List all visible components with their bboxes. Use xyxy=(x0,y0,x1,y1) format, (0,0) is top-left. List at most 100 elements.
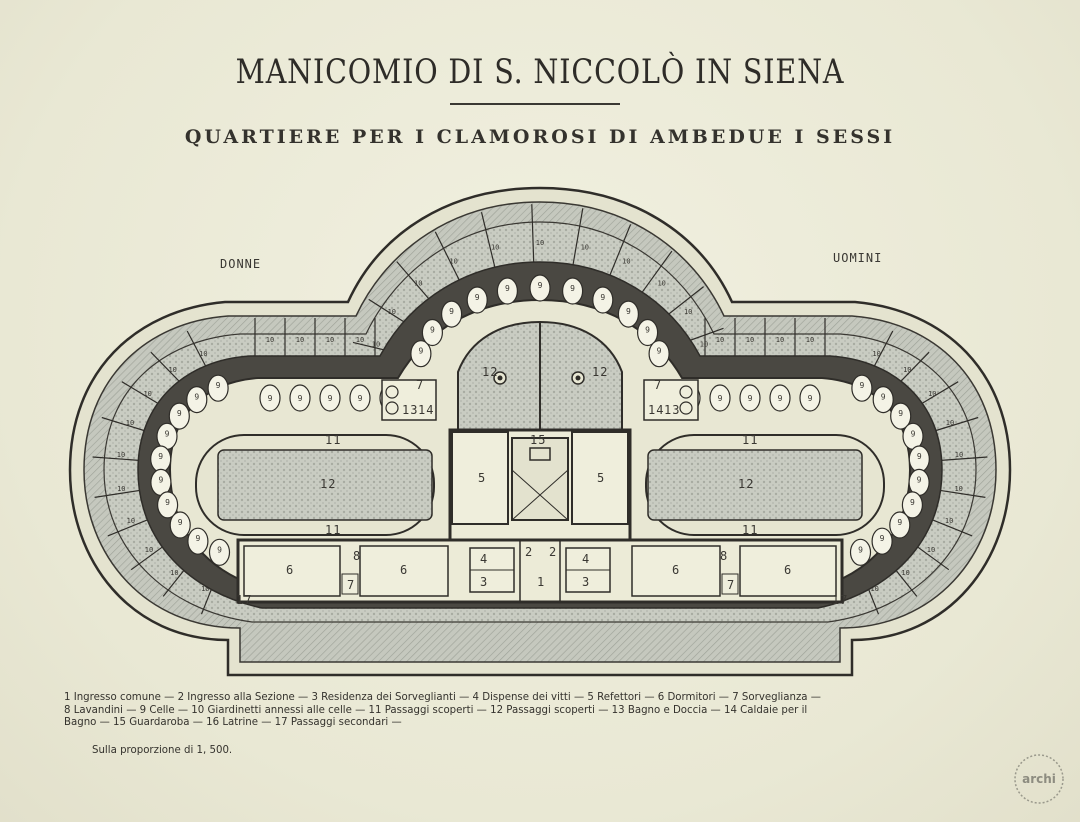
garden-label: 10 xyxy=(127,517,135,525)
garden-label: 10 xyxy=(170,569,178,577)
cell-label: 9 xyxy=(430,326,435,335)
garden-label: 10 xyxy=(684,308,692,316)
garden-label: 10 xyxy=(872,350,880,358)
cell-label: 9 xyxy=(911,429,916,438)
cell-label: 9 xyxy=(158,452,163,461)
garden-label: 10 xyxy=(901,569,909,577)
cell-right-arc xyxy=(872,386,894,414)
cell-left-top xyxy=(319,384,341,412)
garden-divider xyxy=(936,489,986,498)
garden-divider xyxy=(101,416,149,433)
garden-label: 10 xyxy=(145,546,153,554)
garden-divider xyxy=(434,231,463,286)
label-3b: 3 xyxy=(582,575,590,589)
cell-label: 9 xyxy=(858,545,863,554)
label-6a: 6 xyxy=(286,563,294,577)
cell-top-arc xyxy=(466,286,488,314)
cell-right-arc xyxy=(901,491,924,519)
cell-label: 9 xyxy=(358,394,363,403)
cell-label: 9 xyxy=(178,518,183,527)
cell-label: 9 xyxy=(216,381,221,390)
cell-label: 9 xyxy=(449,307,454,316)
label-5b: 5 xyxy=(597,471,605,485)
garden-label: 10 xyxy=(945,517,953,525)
cell-left-top xyxy=(289,384,311,412)
cell-label: 9 xyxy=(645,326,650,335)
cell-left-top xyxy=(259,384,281,412)
garden-label: 10 xyxy=(199,350,207,358)
cell-label: 9 xyxy=(268,394,273,403)
garden-label: 10 xyxy=(117,451,125,459)
cell-label: 9 xyxy=(917,475,922,484)
label-2b: 2 xyxy=(549,545,557,559)
label-6d: 6 xyxy=(784,563,792,577)
garden-label: 10 xyxy=(536,239,544,247)
cell-label: 9 xyxy=(195,534,200,543)
cell-top-arc xyxy=(441,300,463,328)
cell-top-arc xyxy=(561,277,584,305)
garden-label: 10 xyxy=(955,451,963,459)
label-13a: 13 xyxy=(402,403,418,417)
cell-label: 9 xyxy=(808,394,813,403)
cell-label: 9 xyxy=(328,394,333,403)
label-1: 1 xyxy=(537,575,545,589)
cell-top-arc xyxy=(496,277,518,305)
plan-subtitle: QUARTIERE PER I CLAMOROSI DI AMBEDUE I S… xyxy=(184,126,896,148)
garden-divider xyxy=(94,489,144,498)
cell-label: 9 xyxy=(298,394,303,403)
garden-label: 10 xyxy=(143,390,151,398)
label-12c: 12 xyxy=(320,477,336,491)
cell-left-top xyxy=(349,384,371,412)
cell-left-arc xyxy=(208,538,231,566)
cell-left-arc xyxy=(168,402,190,430)
label-7d: 7 xyxy=(654,378,662,392)
garden-label: 10 xyxy=(372,341,380,349)
label-5a: 5 xyxy=(478,471,486,485)
cell-left-arc xyxy=(186,386,208,414)
label-14b: 14 xyxy=(648,403,664,417)
label-uomini: UOMINI xyxy=(833,251,882,265)
cell-right-arc xyxy=(889,511,911,539)
cell-left-arc xyxy=(169,511,191,539)
cell-label: 9 xyxy=(917,452,922,461)
garden-divider xyxy=(872,330,894,370)
cell-right-arc xyxy=(871,527,893,555)
cell-label: 9 xyxy=(418,347,423,356)
cell-top-arc xyxy=(636,318,659,347)
garden-divider xyxy=(531,204,535,269)
label-8b: 8 xyxy=(720,549,728,563)
garden-divider xyxy=(607,224,632,281)
garden-label: 10 xyxy=(126,419,134,427)
garden-divider xyxy=(121,381,163,407)
garden-divider xyxy=(396,261,434,304)
garden-label: 10 xyxy=(746,336,754,344)
garden-label: 10 xyxy=(201,585,209,593)
cell-label: 9 xyxy=(718,394,723,403)
cell-label: 9 xyxy=(217,545,222,554)
label-6c: 6 xyxy=(672,563,680,577)
legend-line-2: 8 Lavandini — 9 Celle — 10 Giardinetti a… xyxy=(64,704,808,716)
label-12b: 12 xyxy=(592,365,608,379)
garden-label: 10 xyxy=(266,336,274,344)
cell-right-arc xyxy=(890,402,912,430)
scale-note: Sulla proporzione di 1, 500. xyxy=(92,745,233,756)
garden-divider xyxy=(926,517,973,537)
garden-label: 10 xyxy=(657,279,665,287)
garden-label: 10 xyxy=(414,279,422,287)
garden-label: 10 xyxy=(716,336,724,344)
garden-divider xyxy=(937,456,988,462)
cell-label: 9 xyxy=(748,394,753,403)
cell-left-arc xyxy=(187,527,209,555)
cell-label: 9 xyxy=(475,293,480,302)
garden-label: 10 xyxy=(903,366,911,374)
garden-label: 10 xyxy=(491,244,499,252)
cell-label: 9 xyxy=(859,381,864,390)
cell-top-arc xyxy=(410,340,432,368)
cells: 9999999999999999999999999999999999999999… xyxy=(150,274,930,566)
cell-label: 9 xyxy=(626,307,631,316)
cell-right-top xyxy=(799,384,821,412)
cell-label: 9 xyxy=(538,281,543,290)
watermark-text: archi xyxy=(1022,772,1056,786)
garden-label: 10 xyxy=(117,485,125,493)
